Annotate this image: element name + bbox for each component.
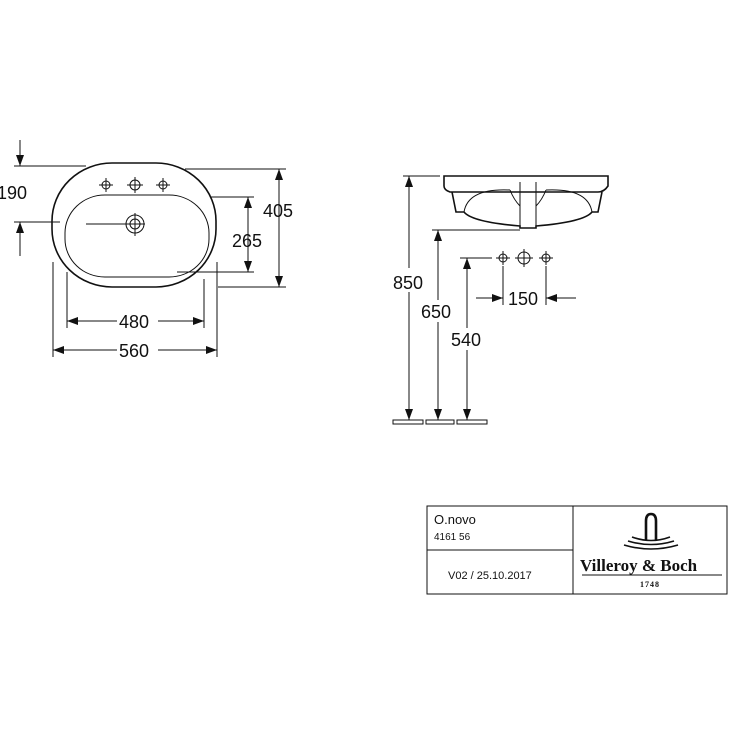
connection-right-icon [539, 251, 553, 265]
dim-tap-spacing: 150 [476, 266, 576, 309]
dim-overflow-label: 190 [0, 183, 27, 203]
title-block: O.novo 4161 56 V02 / 25.10.2017 Villeroy… [426, 505, 728, 595]
article-number: 4161 56 [434, 532, 471, 543]
dim-inner-depth-label: 265 [232, 231, 262, 251]
dim-outer-depth-label: 405 [263, 201, 293, 221]
connection-left-icon [496, 251, 510, 265]
basin-inner-bowl [64, 194, 210, 278]
basin-outer-outline [51, 162, 217, 288]
side-view: 850 650 540 [392, 175, 609, 425]
basin-bowl-section [451, 191, 603, 229]
tap-hole-right-icon [156, 178, 170, 192]
dim-tap-spacing-label: 150 [508, 289, 538, 309]
brand-year: 1748 [640, 580, 660, 589]
floor-plate-3 [456, 419, 488, 425]
dim-overflow: 190 [0, 140, 86, 256]
floor-plate-2 [425, 419, 455, 425]
top-view: 190 405 265 480 [0, 140, 293, 361]
dim-outer-width: 560 [52, 262, 218, 361]
drain-icon [86, 213, 145, 236]
drawing-version: V02 / 25.10.2017 [448, 570, 532, 582]
product-name: O.novo [434, 512, 476, 527]
floor-plate-1 [392, 419, 424, 425]
dim-waste-height: 650 [421, 229, 520, 420]
dim-inner-width-label: 480 [119, 312, 149, 332]
dim-outer-depth: 405 [185, 168, 293, 288]
dim-inner-depth: 265 [177, 196, 262, 273]
dim-rim-height-label: 850 [393, 273, 423, 293]
tap-hole-center-icon [127, 177, 143, 193]
dim-rim-height: 850 [393, 175, 440, 420]
dim-outer-width-label: 560 [119, 341, 149, 361]
dim-inner-width: 480 [66, 272, 205, 332]
basin-rim-section [443, 175, 609, 193]
brand-name: Villeroy & Boch [580, 556, 698, 575]
tap-hole-left-icon [99, 178, 113, 192]
villeroy-boch-logo-icon [623, 512, 679, 550]
dim-tap-height-label: 540 [451, 330, 481, 350]
dim-tap-height: 540 [451, 257, 492, 420]
connection-center-icon [515, 249, 533, 267]
dim-waste-height-label: 650 [421, 302, 451, 322]
